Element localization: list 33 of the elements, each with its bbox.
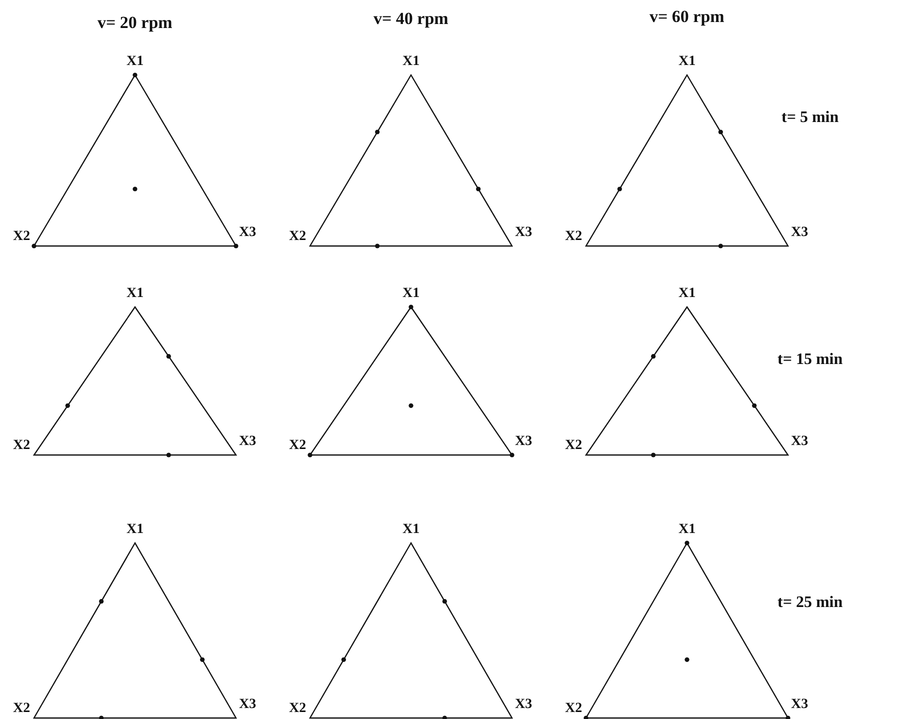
vertex-label: X2 — [13, 439, 30, 453]
vertex-label: X1 — [402, 523, 420, 537]
vertex-label: X2 — [289, 702, 306, 716]
row-heading: t= 5 min — [782, 110, 839, 126]
vertex-label: X2 — [565, 439, 582, 453]
vertex-label: X2 — [289, 230, 306, 244]
vertex-label: X3 — [239, 698, 256, 712]
vertex-label: X1 — [678, 523, 696, 537]
vertex-label: X3 — [791, 698, 808, 712]
vertex-label: X2 — [289, 439, 306, 453]
vertex-label: X3 — [515, 226, 532, 240]
column-heading: v= 40 rpm — [374, 10, 448, 27]
column-heading: v= 20 rpm — [98, 14, 172, 31]
vertex-label: X1 — [126, 55, 144, 69]
vertex-label: X3 — [239, 435, 256, 449]
vertex-label: X3 — [239, 226, 256, 240]
vertex-label: X3 — [515, 698, 532, 712]
vertex-label: X1 — [678, 55, 696, 69]
vertex-label: X1 — [678, 287, 696, 301]
row-heading: t= 25 min — [778, 595, 843, 611]
vertex-label: X3 — [791, 435, 808, 449]
vertex-label: X1 — [126, 523, 144, 537]
vertex-label: X2 — [13, 702, 30, 716]
vertex-label: X1 — [126, 287, 144, 301]
vertex-label: X1 — [402, 287, 420, 301]
row-heading: t= 15 min — [778, 352, 843, 368]
vertex-label: X1 — [402, 55, 420, 69]
column-heading: v= 60 rpm — [650, 8, 724, 25]
vertex-label: X2 — [565, 230, 582, 244]
vertex-label: X2 — [13, 230, 30, 244]
vertex-label: X2 — [565, 702, 582, 716]
vertex-label: X3 — [515, 435, 532, 449]
vertex-label: X3 — [791, 226, 808, 240]
